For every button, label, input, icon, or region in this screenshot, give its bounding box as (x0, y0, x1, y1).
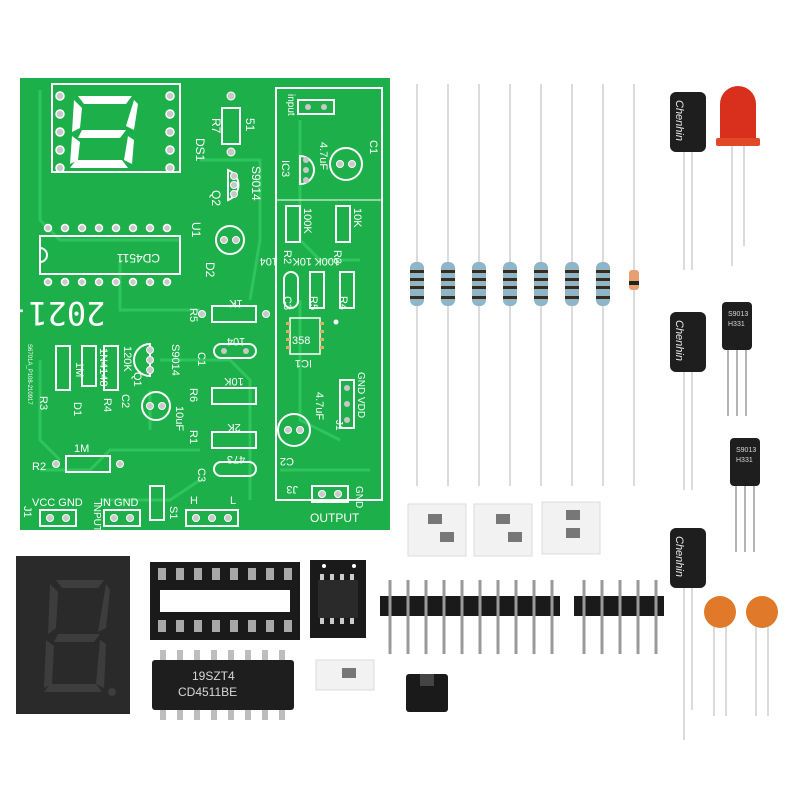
q2-value: S9014 (249, 166, 263, 201)
c2r-label: C2 (280, 455, 294, 467)
soic-chip (310, 560, 366, 638)
r4-value: 120K (121, 346, 133, 372)
j1-label: J1 (21, 506, 33, 518)
r6-label: R6 (187, 388, 199, 402)
sku-text: S6701A_P108-210917 (26, 344, 32, 405)
pin-header-short (574, 580, 664, 654)
red-led (716, 86, 760, 266)
cap-brand-3: Chenhin (673, 536, 685, 577)
cap-brand-1: Chenhin (673, 100, 685, 141)
pcb-board: DS1 R7 51 Q2 S9014 (0, 78, 390, 532)
seven-segment-display (16, 556, 130, 714)
ceramic-capacitors (704, 596, 778, 716)
r2r-value: 100K (301, 208, 313, 234)
q2-footprint (227, 168, 240, 202)
c3-label: C3 (195, 468, 207, 482)
c1-label: C1 (195, 352, 207, 366)
resistor-1 (410, 262, 424, 306)
c2r-value: 4.7uF (313, 392, 325, 420)
r3r-label: R3 (331, 250, 343, 264)
r3-value: 1M (73, 362, 85, 377)
input-label: INPUT (91, 502, 102, 532)
c2-value: 10uF (173, 406, 185, 431)
board-date: 2021-05 (0, 294, 105, 332)
transistor-1-type: S9013 (728, 311, 748, 318)
transistor-1-code: H331 (728, 321, 745, 328)
h-label: H (190, 495, 198, 507)
ic-marking-line1: 19SZT4 (192, 669, 235, 683)
resistor-5 (534, 262, 548, 306)
input-small-label: input (285, 94, 296, 116)
c2-label: C2 (119, 394, 131, 408)
transistor-2-code: H331 (736, 457, 753, 464)
r2-value: 1M (74, 443, 89, 455)
transistor-s9013-1: S9013 H331 (722, 302, 752, 416)
cd4511-chip: 19SZT4 CD4511BE (152, 650, 294, 720)
j1r-label: J1 (333, 420, 344, 431)
c1r-value: 4.7uF (317, 142, 329, 170)
r6-value: 10K (224, 375, 244, 387)
resistor-7 (596, 262, 610, 306)
resistors (410, 84, 639, 486)
c3r-value: 104 (260, 255, 278, 267)
ds1-label: DS1 (193, 138, 207, 162)
resistor-6 (565, 262, 579, 306)
c3-value: 473 (227, 453, 245, 465)
in-gnd-label: IN GND (100, 497, 139, 509)
jumper-cap (406, 674, 448, 712)
r4-label: R4 (101, 398, 113, 412)
resistor-2 (441, 262, 455, 306)
r2r-label: R2 (281, 250, 293, 264)
u1-footprint (39, 223, 181, 287)
c3r-label: C3 (281, 296, 293, 310)
r1-label: R1 (187, 430, 199, 444)
ds1-footprint (51, 83, 181, 173)
ic-socket (150, 562, 300, 640)
s1-label: S1 (167, 506, 179, 519)
transistor-s9013-2: S9013 H331 (730, 438, 760, 552)
q2-label: Q2 (209, 190, 223, 206)
l-label: L (230, 495, 236, 507)
r4r-label: R4 (337, 296, 349, 310)
r2-label: R2 (32, 461, 46, 473)
pin-header-long (380, 580, 560, 654)
gnd-vdd-label: GND VDD (355, 372, 366, 418)
q1-value: S9014 (169, 344, 181, 376)
diode-1n4148 (629, 270, 639, 290)
r1-value: 2K (227, 421, 241, 433)
white-connectors (315, 501, 601, 691)
r7-value: 51 (243, 118, 257, 132)
cap-brand-2: Chenhin (673, 320, 685, 361)
r4r-value: 100K (314, 255, 340, 267)
ic3-footprint (299, 154, 315, 186)
j3-label: J3 (286, 483, 298, 495)
ic1-value: 358 (292, 335, 310, 347)
gnd-label: GND (353, 486, 364, 508)
c1r-label: C1 (367, 140, 379, 154)
r3-label: R3 (37, 396, 49, 410)
d2-label: D2 (203, 262, 217, 278)
d1-label: D1 (71, 402, 83, 416)
c1-value: 104 (227, 335, 245, 347)
u1-value: CD4511 (117, 251, 160, 265)
electrolytic-capacitors: Chenhin Chenhin Chenhin (670, 92, 706, 740)
q1-label: Q1 (131, 372, 143, 387)
r7-label: R7 (209, 118, 223, 134)
r5r-value: 10K (292, 255, 312, 267)
resistor-3 (472, 262, 486, 306)
ic3-label: IC3 (279, 160, 291, 177)
r5r-label: R5 (307, 296, 319, 310)
resistor-4 (503, 262, 517, 306)
ic-marking-line2: CD4511BE (178, 685, 237, 699)
vcc-gnd-label: VCC GND (32, 497, 83, 509)
r5-label: R5 (187, 308, 199, 322)
ic1-label: IC1 (295, 357, 312, 369)
transistor-2-type: S9013 (736, 447, 756, 454)
ic1-footprint (286, 317, 324, 355)
r3r-value: 10K (351, 208, 363, 228)
output-label: OUTPUT (310, 511, 360, 525)
u1-label: U1 (189, 222, 203, 238)
r5-value: 1K (229, 297, 243, 309)
